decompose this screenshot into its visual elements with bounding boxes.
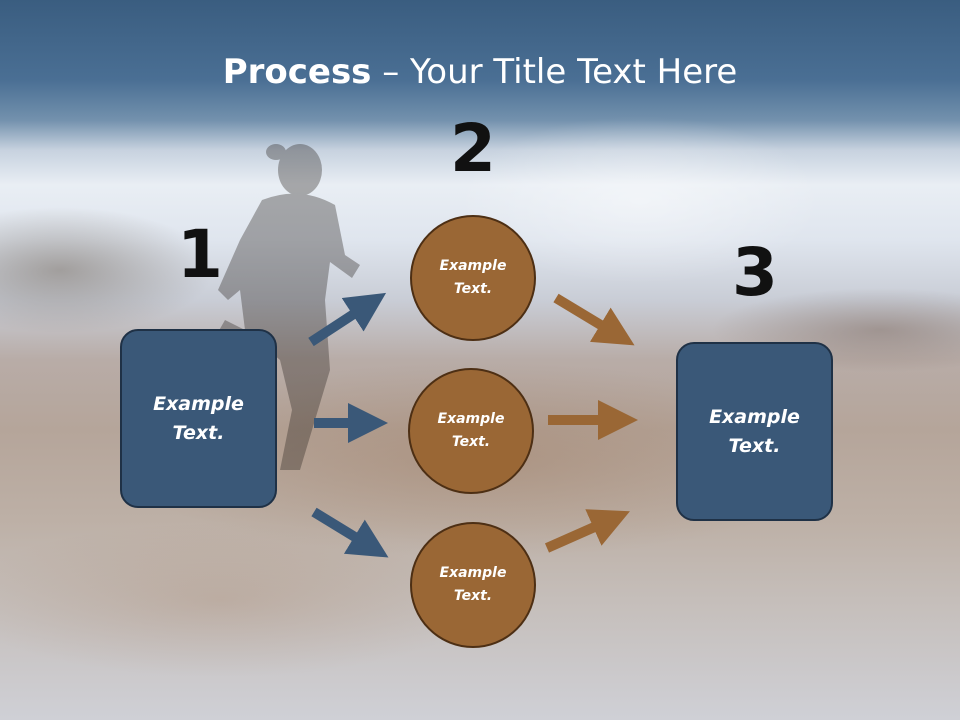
title-bold: Process (222, 52, 372, 92)
title-rest: – Your Title Text Here (371, 52, 738, 92)
slide-title: Process – Your Title Text Here (0, 52, 960, 92)
circle-bottom-line2: Text. (453, 588, 493, 604)
circle-middle-line2: Text. (451, 434, 491, 450)
left-box-line2: Text. (172, 421, 225, 444)
left-box-line1: Example (153, 392, 244, 415)
left-box: Example Text. (120, 329, 277, 508)
right-box: Example Text. (676, 342, 833, 521)
arrow-bottom-to-right (544, 509, 630, 553)
circle-top-line1: Example (439, 258, 507, 274)
circle-bottom: Example Text. (410, 522, 536, 648)
arrow-top-to-right (553, 293, 635, 346)
circle-middle-line1: Example (437, 411, 505, 427)
circle-bottom-line1: Example (439, 565, 507, 581)
right-box-line1: Example (709, 405, 800, 428)
arrow-left-to-bottom (311, 507, 389, 558)
step-number-1: 1 (177, 216, 223, 293)
circle-middle: Example Text. (408, 368, 534, 494)
circle-top: Example Text. (410, 215, 536, 341)
step-number-2: 2 (450, 110, 496, 187)
circle-top-line2: Text. (453, 281, 493, 297)
arrow-left-to-top (308, 292, 387, 347)
right-box-line2: Text. (728, 434, 781, 457)
step-number-3: 3 (732, 234, 778, 311)
